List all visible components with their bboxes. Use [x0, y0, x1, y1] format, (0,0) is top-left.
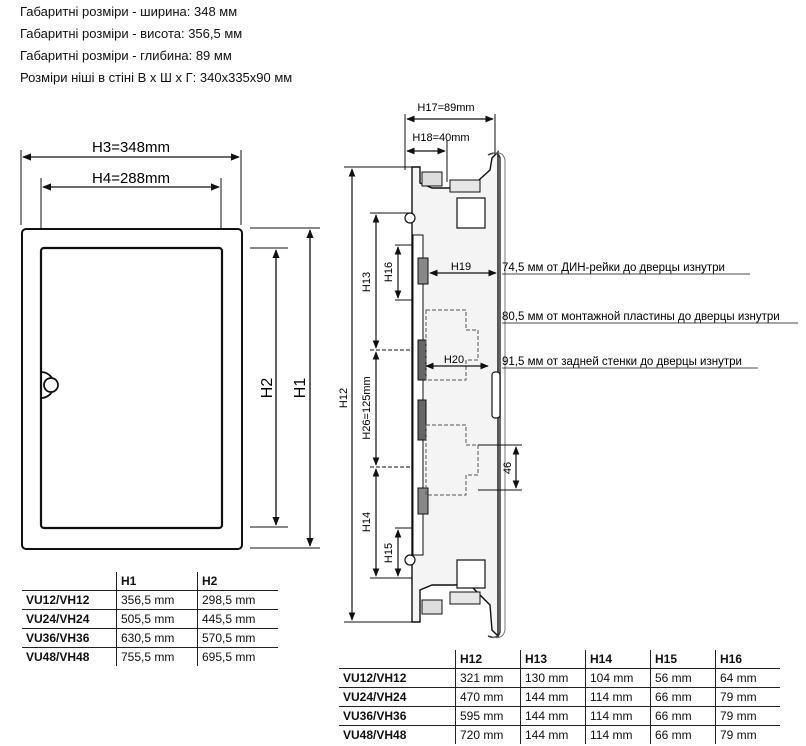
table-cell: VU48/VH48 [26, 650, 90, 664]
dim-h19-label: H19 [451, 261, 471, 273]
table-cell: 144 mm [520, 687, 586, 707]
dim-h1-label: H1 [292, 378, 309, 399]
table-cell: VU12/VH12 [22, 590, 117, 610]
dim-h3-label: H3=348mm [92, 139, 170, 156]
table-header: H1 [116, 572, 198, 591]
table-cell: 56 mm [650, 668, 716, 688]
dim-h17-label: H17=89mm [417, 102, 474, 114]
dim-h16-label: H16 [383, 262, 395, 282]
note-mounting-plate: 80,5 мм от монтажной пластины до дверцы … [502, 311, 780, 323]
table-cell: 630,5 mm [116, 628, 198, 648]
table-cell: 64 mm [715, 668, 780, 688]
table-row: VU36/VH36 595 mm 144 mm 114 mm 66 mm 79 … [339, 706, 780, 726]
note-back-wall: 91,5 мм от задней стенки до дверцы изнут… [502, 356, 742, 368]
table-row: VU24/VH24 470 mm 144 mm 114 mm 66 mm 79 … [339, 687, 780, 707]
table-header [339, 650, 456, 669]
dim-h18-label: H18=40mm [412, 132, 469, 144]
table-cell: VU36/VH36 [339, 706, 456, 726]
table-cell: 505,5 mm [116, 609, 198, 629]
dim-46-label: 46 [502, 462, 514, 474]
table-cell: 104 mm [585, 668, 651, 688]
table-row: VU48/VH48 755,5 mm 695,5 mm [22, 647, 278, 666]
dim-h13-label: H13 [361, 272, 373, 292]
table-cell: 321 mm [455, 668, 521, 688]
table-cell: 570,5 mm [197, 628, 278, 648]
table-cell: VU36/VH36 [22, 628, 117, 648]
table-cell: 66 mm [650, 687, 716, 707]
table-cell: 66 mm [650, 706, 716, 726]
table-cell: VU12/VH12 [339, 668, 456, 688]
table-cell: 755,5 mm [116, 647, 198, 666]
table-cell: 130 mm [520, 668, 586, 688]
dimensions-table-h12-h16: H12 H13 H14 H15 H16 VU12/VH12 321 mm 130… [339, 650, 780, 744]
note-din-rail: 74,5 мм от ДИН-рейки до дверцы изнутри [502, 262, 725, 274]
table-row: VU12/VH12 356,5 mm 298,5 mm [22, 590, 278, 610]
table-cell: 695,5 mm [197, 647, 278, 666]
table-row: VU36/VH36 630,5 mm 570,5 mm [22, 628, 278, 648]
table-cell: 114 mm [585, 725, 651, 744]
dim-h4-label: H4=288mm [92, 170, 170, 187]
spec-height: Габаритні розміри - висота: 356,5 мм [20, 26, 243, 41]
table-cell: 79 mm [715, 706, 780, 726]
table-cell: 114 mm [585, 706, 651, 726]
table-cell: 144 mm [520, 706, 586, 726]
side-view: H17=89mm H18=40mm H12 H13 H26=125mm H14 … [338, 102, 798, 639]
dimensions-table-h1-h2: H1 H2 VU12/VH12 356,5 mm 298,5 mm VU24/V… [22, 572, 278, 666]
table-header: H13 [520, 650, 586, 669]
dim-h14-label: H14 [361, 512, 373, 532]
spec-width: Габаритні розміри - ширина: 348 мм [20, 4, 238, 19]
table-cell: 298,5 mm [197, 590, 278, 610]
spec-niche: Розміри ніші в стіні В х Ш х Г: 340x335x… [20, 70, 293, 85]
table-cell: 595 mm [455, 706, 521, 726]
table-cell: 114 mm [585, 687, 651, 707]
dim-h15-label: H15 [383, 543, 395, 563]
table-header: H16 [715, 650, 780, 669]
dim-h12-label: H12 [338, 388, 350, 408]
table-cell: VU24/VH24 [339, 687, 456, 707]
table-cell: VU48/VH48 [343, 728, 407, 742]
dim-h2-label: H2 [259, 378, 276, 399]
table-header: H14 [585, 650, 651, 669]
dim-h26-label: H26=125mm [361, 376, 373, 439]
table-header: H15 [650, 650, 716, 669]
table-cell: 356,5 mm [116, 590, 198, 610]
cabinet-door [39, 246, 224, 530]
dim-h20-label: H20 [444, 354, 464, 366]
table-row: VU24/VH24 505,5 mm 445,5 mm [22, 609, 278, 629]
table-cell: VU24/VH24 [22, 609, 117, 629]
table-cell: 66 mm [650, 725, 716, 744]
table-row: VU48/VH48 720 mm 144 mm 114 mm 66 mm 79 … [339, 725, 780, 744]
table-cell: 720 mm [455, 725, 521, 744]
door-lock-icon [43, 377, 59, 393]
table-header: H2 [197, 572, 278, 591]
table-row: VU12/VH12 321 mm 130 mm 104 mm 56 mm 64 … [339, 668, 780, 688]
table-header: H12 [455, 650, 521, 669]
table-cell: 79 mm [715, 725, 780, 744]
table-cell: 144 mm [520, 725, 586, 744]
table-cell: 445,5 mm [197, 609, 278, 629]
front-view: H3=348mm H4=288mm H2 H1 [20, 139, 320, 550]
table-cell: 470 mm [455, 687, 521, 707]
table-cell: 79 mm [715, 687, 780, 707]
spec-depth: Габаритні розміри - глибина: 89 мм [20, 48, 232, 63]
table-header [22, 572, 117, 591]
